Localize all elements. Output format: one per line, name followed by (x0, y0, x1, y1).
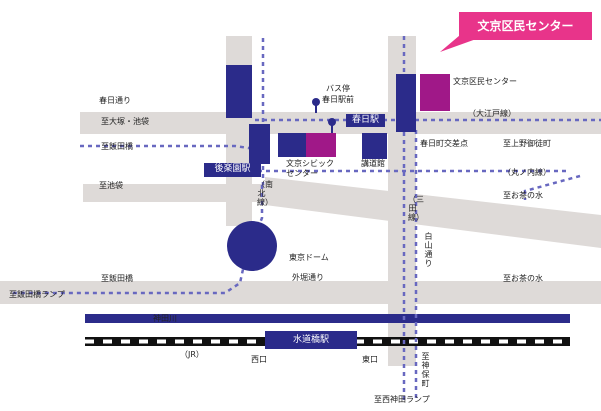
nanboku-line-south (10, 185, 264, 295)
to-iidabashi-top-label: 至飯田橋 (101, 142, 133, 151)
bunkyo-center-building (420, 74, 450, 111)
sotobori-dori-label: 外堀通り (292, 273, 324, 282)
callout-title: 文京区民センター (477, 19, 574, 33)
civic-center-label: 文京シビック センター (286, 159, 334, 178)
to-iidabashi-ramp-label: 至飯田橋ランプ (9, 290, 65, 299)
to-jinbocho-label: 至神保町 (421, 352, 430, 388)
marunouchi-east (523, 174, 581, 200)
civic-center-building (278, 133, 306, 157)
kasuga-station-label: 春日駅 (351, 115, 379, 125)
kasuga-station-badge (346, 114, 385, 127)
korakuen-station-badge (204, 163, 261, 177)
suidobashi-station-badge (265, 331, 357, 349)
kodokan-label: 講道館 (361, 159, 385, 168)
east-exit-label: 東口 (362, 355, 378, 364)
location-pin-icon (328, 118, 336, 133)
to-ochanomizu-right-label: 至お茶の水 (503, 191, 543, 200)
west-exit-label: 西口 (251, 355, 267, 364)
to-ochanomizu-bottom-label: 至お茶の水 (503, 274, 543, 283)
kasuga-dori-label: 春日通り (99, 96, 131, 105)
tokyo-dome (227, 221, 277, 271)
to-otsuka-label: 至大塚・池袋 (101, 117, 149, 126)
road-diagonal (265, 177, 601, 248)
bus-stop-name-label: 春日駅前 (322, 95, 354, 104)
roads (0, 36, 601, 366)
road-sotobori-dori (0, 281, 601, 304)
jr-label: （JR） (180, 350, 204, 359)
kodokan-building (362, 133, 387, 159)
korakuen-station-label: 後楽園駅 (214, 164, 251, 174)
road-to-ikebukuro (83, 184, 268, 202)
callout-box (459, 12, 592, 40)
marunouchi-west (80, 144, 263, 152)
kanda-river-label: 神田川 (153, 314, 177, 323)
bus-stop-icon (312, 98, 320, 113)
road-kasuga-dori (80, 112, 601, 134)
to-ikebukuro-label: 至池袋 (99, 181, 123, 190)
civic-center-annex (306, 133, 336, 157)
kanda-river (85, 314, 570, 323)
mita-line-label: （三田線） (408, 195, 424, 222)
tokyo-dome-label: 東京ドーム (289, 253, 329, 262)
nanboku-line-label: （南北線） (257, 180, 273, 207)
marunouchi-line-label: （丸ノ内線） (503, 168, 551, 177)
road-to-iidabashi-ramp (0, 286, 100, 301)
korakuen-station-block (249, 124, 270, 164)
suidobashi-station-label: 水道橋駅 (292, 335, 329, 345)
korakuen-north-block (226, 65, 252, 118)
oedo-line-label: （大江戸線） (468, 109, 516, 118)
kasuga-station-block (396, 74, 416, 132)
kasugacho-intersection-label: 春日町交差点 (420, 139, 468, 148)
bunkyo-center-label: 文京区民センター (453, 77, 517, 86)
to-nishi-kanda-ramp-label: 至西神田ランプ (374, 395, 430, 404)
to-ueno-label: 至上野御徒町 (503, 139, 551, 148)
hakusan-dori-label: 白山通り (424, 232, 433, 268)
bus-stop-label: バス停 (326, 84, 350, 93)
to-iidabashi-bottom-label: 至飯田橋 (101, 274, 133, 283)
road-left-vertical (226, 36, 252, 226)
